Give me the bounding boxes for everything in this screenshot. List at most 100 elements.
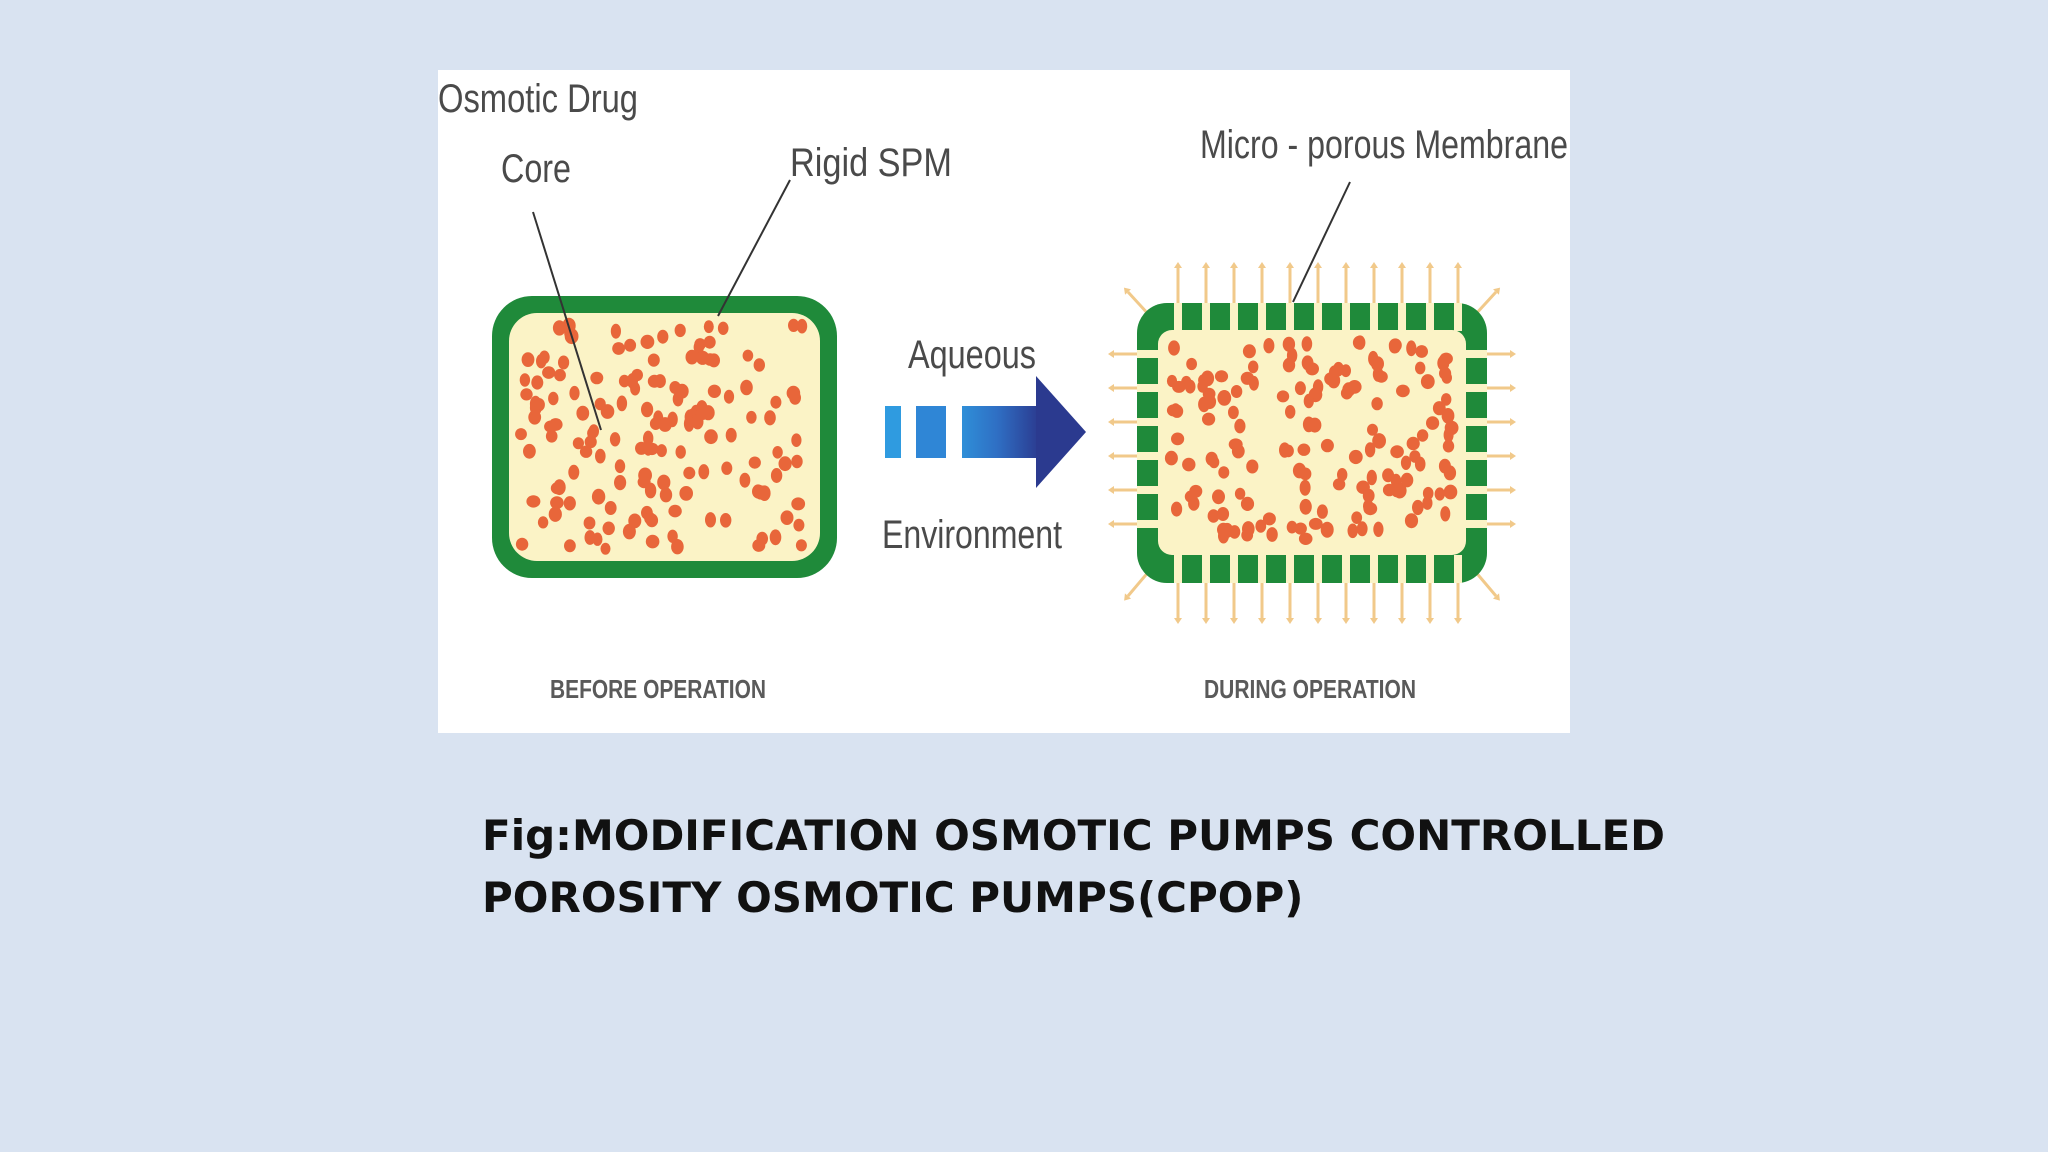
drug-particle [1294,522,1307,535]
membrane-pore [1258,303,1266,331]
release-arrowhead [1510,384,1516,392]
drug-particle [1164,450,1178,466]
drug-particle [1400,472,1414,488]
drug-particle [786,385,801,401]
drug-particle [1443,484,1458,500]
drug-particle [1390,445,1404,459]
drug-particle [1366,469,1377,486]
membrane-pore [1137,384,1159,392]
drug-particle [1217,390,1232,406]
release-arrowhead [1510,452,1516,460]
drug-particle [600,404,615,419]
drug-particle [1248,360,1259,374]
release-arrowhead [1230,262,1238,268]
membrane-pore [1465,520,1487,528]
drug-particle [693,340,704,354]
drug-particle [772,446,783,459]
release-arrowhead [1454,262,1462,268]
drug-particle [1297,443,1311,456]
drug-particle [1242,344,1256,359]
cpop-diagram: Osmotic Drug Core Rigid SPM Aqueous Envi… [438,70,1570,733]
drug-particle [1375,370,1388,383]
label-osmotic-drug-core-line2: Core [501,147,571,191]
drug-particle [616,395,628,412]
cpop-diagram-svg: Osmotic Drug Core Rigid SPM Aqueous Envi… [438,77,1568,704]
drug-particle [1437,355,1450,371]
membrane-pore [1230,555,1238,583]
release-arrowhead [1108,520,1114,528]
drug-particle [780,510,794,525]
release-arrowhead [1108,384,1114,392]
drug-particle [1214,370,1229,383]
drug-particle [531,375,544,390]
drug-particle [717,321,729,335]
drug-particle [1404,513,1419,529]
release-arrowhead [1398,618,1406,624]
drug-particle [1292,462,1307,479]
drug-particle [1266,527,1278,542]
drug-particle [1228,438,1243,451]
drug-particle [554,368,566,382]
drug-particle [1382,468,1395,483]
membrane-pore [1465,384,1487,392]
membrane-pore [1286,555,1294,583]
drug-particle [579,445,593,458]
drug-particle [703,320,714,334]
drug-particle [1440,506,1451,522]
drug-particle [1406,340,1417,357]
drug-particle [640,334,655,349]
drug-particle [1208,456,1220,469]
membrane-pore [1426,303,1434,331]
drug-particle [1240,496,1255,511]
drug-particle [542,366,556,379]
drug-particle [1240,371,1255,385]
drug-particle [1170,403,1181,418]
drug-particle [1308,517,1323,530]
drug-particle [667,529,678,543]
drug-particle [614,459,626,474]
drug-particle [671,539,684,555]
release-arrowhead [1426,262,1434,268]
drug-particle [1416,429,1429,442]
drug-particle [515,537,529,551]
release-arrowhead [1370,618,1378,624]
drug-particle [1282,336,1296,352]
drug-particle [1172,380,1186,393]
drug-particle [795,539,807,552]
drug-particle [604,501,617,515]
release-arrowhead [1510,350,1516,358]
drug-particle [618,374,630,388]
drug-particle [595,448,606,464]
drug-particle [1171,432,1185,446]
release-arrowhead [1123,287,1131,295]
membrane-pore [1465,486,1487,494]
drug-particle [695,350,710,365]
drug-particle [537,516,549,529]
drug-particles-before [515,317,808,555]
release-arrowhead [1454,618,1462,624]
release-arrowhead [1426,618,1434,624]
drug-particle [569,385,580,401]
drug-particle [720,513,732,528]
membrane-pore [1174,303,1182,331]
release-arrowhead [1124,593,1132,601]
drug-particle [656,444,667,458]
drug-particle [698,464,710,480]
drug-particle [515,428,527,441]
drug-particle [550,496,564,510]
aqueous-environment-arrow [885,376,1086,488]
drug-particle [683,415,695,432]
membrane-pore [1454,303,1462,331]
drug-particle [1285,405,1296,419]
drug-particle [1299,498,1312,515]
figure-caption: Fig:MODIFICATION OSMOTIC PUMPS CONTROLLE… [482,805,1682,929]
release-arrowhead [1202,262,1210,268]
drug-particle [548,391,559,406]
drug-particle [1420,374,1435,390]
drug-release-arrows [1108,262,1516,624]
drug-particle [590,371,604,385]
drug-particle [685,349,699,365]
membrane-pore [1137,520,1159,528]
drug-particle [707,384,721,398]
drug-particle [1406,436,1420,451]
